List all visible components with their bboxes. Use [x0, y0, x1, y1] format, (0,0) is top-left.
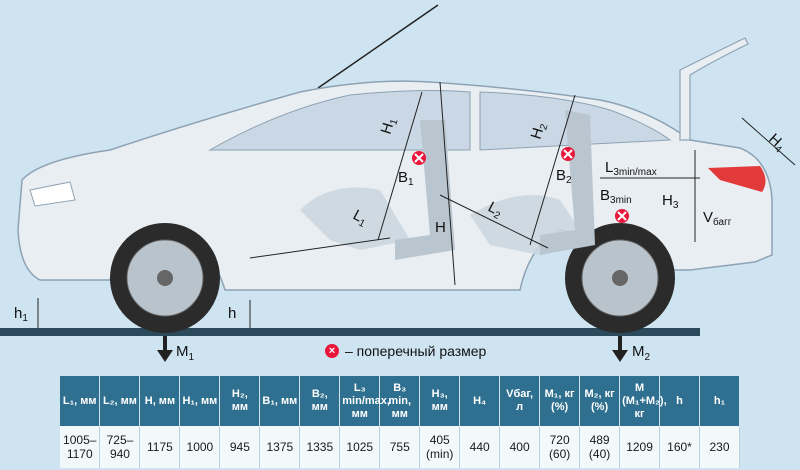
col-header: h₁ — [699, 376, 740, 426]
rear-axle-arrow — [612, 336, 628, 362]
headlight — [29, 181, 76, 207]
label-h: H — [435, 219, 446, 236]
table-cell: 160* — [659, 426, 700, 468]
table-cell: 945 — [219, 426, 261, 468]
col-header: M₁, кг (%) — [539, 376, 581, 426]
antenna — [317, 4, 439, 89]
dimension-lines — [37, 81, 796, 328]
col-header: H₃, мм — [419, 376, 461, 426]
legend: × – поперечный размер — [325, 343, 486, 359]
label-v: Vбагг — [703, 209, 732, 228]
col-header: B₃ min, мм — [379, 376, 421, 426]
table-cell: 720 (60) — [539, 426, 581, 468]
front-passenger — [300, 187, 410, 250]
table-cell: 1335 — [299, 426, 341, 468]
col-header: B₂, мм — [299, 376, 341, 426]
table-cell: 1209 — [619, 426, 661, 468]
label-b2: B2 — [556, 167, 572, 186]
transverse-marker-b2 — [561, 147, 575, 161]
table-cell: 1375 — [259, 426, 301, 468]
table-row: 1005–1170 725–940 1175 1000 945 1375 133… — [60, 426, 740, 468]
col-header: H, мм — [139, 376, 181, 426]
col-header: L₂, мм — [99, 376, 141, 426]
table-cell: 1005–1170 — [60, 426, 101, 468]
col-header: H₄ — [459, 376, 501, 426]
tail-light — [708, 166, 766, 192]
legend-text: – поперечный размер — [345, 343, 487, 359]
table-cell: 1025 — [339, 426, 381, 468]
table-cell: 405 (min) — [419, 426, 461, 468]
front-axle-weight-label: M1 — [176, 343, 195, 363]
label-h-clearance: h — [228, 305, 236, 322]
front-axle-arrow — [157, 336, 173, 362]
label-b1: B1 — [398, 169, 414, 188]
rear-seat — [540, 110, 595, 255]
table-header-row: L₁, мм L₂, мм H, мм H₁, мм H₂, мм B₁, мм… — [60, 376, 740, 426]
col-header: h — [659, 376, 700, 426]
table-cell: 755 — [379, 426, 421, 468]
label-h3: H3 — [662, 192, 679, 211]
transverse-marker-b3 — [615, 209, 629, 223]
col-header: M (M₁+M₂), кг — [619, 376, 667, 426]
front-seat — [395, 120, 455, 260]
label-h1-front: H1 — [378, 115, 401, 137]
col-header: B₁, мм — [259, 376, 301, 426]
col-header: H₁, мм — [179, 376, 221, 426]
table-cell: 1000 — [179, 426, 221, 468]
label-h4: H4 — [764, 130, 789, 155]
transverse-marker-b1 — [412, 151, 426, 165]
table-cell: 440 — [459, 426, 501, 468]
transverse-marker-icon: × — [325, 344, 339, 358]
table-cell: 400 — [499, 426, 541, 468]
ground — [0, 328, 700, 336]
table-cell: 1175 — [139, 426, 181, 468]
table-cell: 489 (40) — [579, 426, 621, 468]
rear-axle-weight-label: M2 — [632, 343, 651, 363]
label-h1-clearance: h1 — [14, 305, 28, 324]
label-l3: L3min/max — [605, 159, 657, 178]
col-header: L₁, мм — [60, 376, 101, 426]
specifications-table: L₁, мм L₂, мм H, мм H₁, мм H₂, мм B₁, мм… — [60, 376, 740, 468]
rear-wheel — [565, 223, 675, 333]
front-wheel — [110, 223, 220, 333]
col-header: Vбаг, л — [499, 376, 541, 426]
col-header: M₂, кг (%) — [579, 376, 621, 426]
col-header: H₂, мм — [219, 376, 261, 426]
table-cell: 230 — [699, 426, 740, 468]
trunk-lid — [679, 37, 749, 141]
col-header: L₃ min/max, мм — [339, 376, 390, 426]
label-h2-rear: H2 — [528, 120, 551, 142]
label-b3: B3min — [600, 187, 632, 206]
table-cell: 725–940 — [99, 426, 141, 468]
